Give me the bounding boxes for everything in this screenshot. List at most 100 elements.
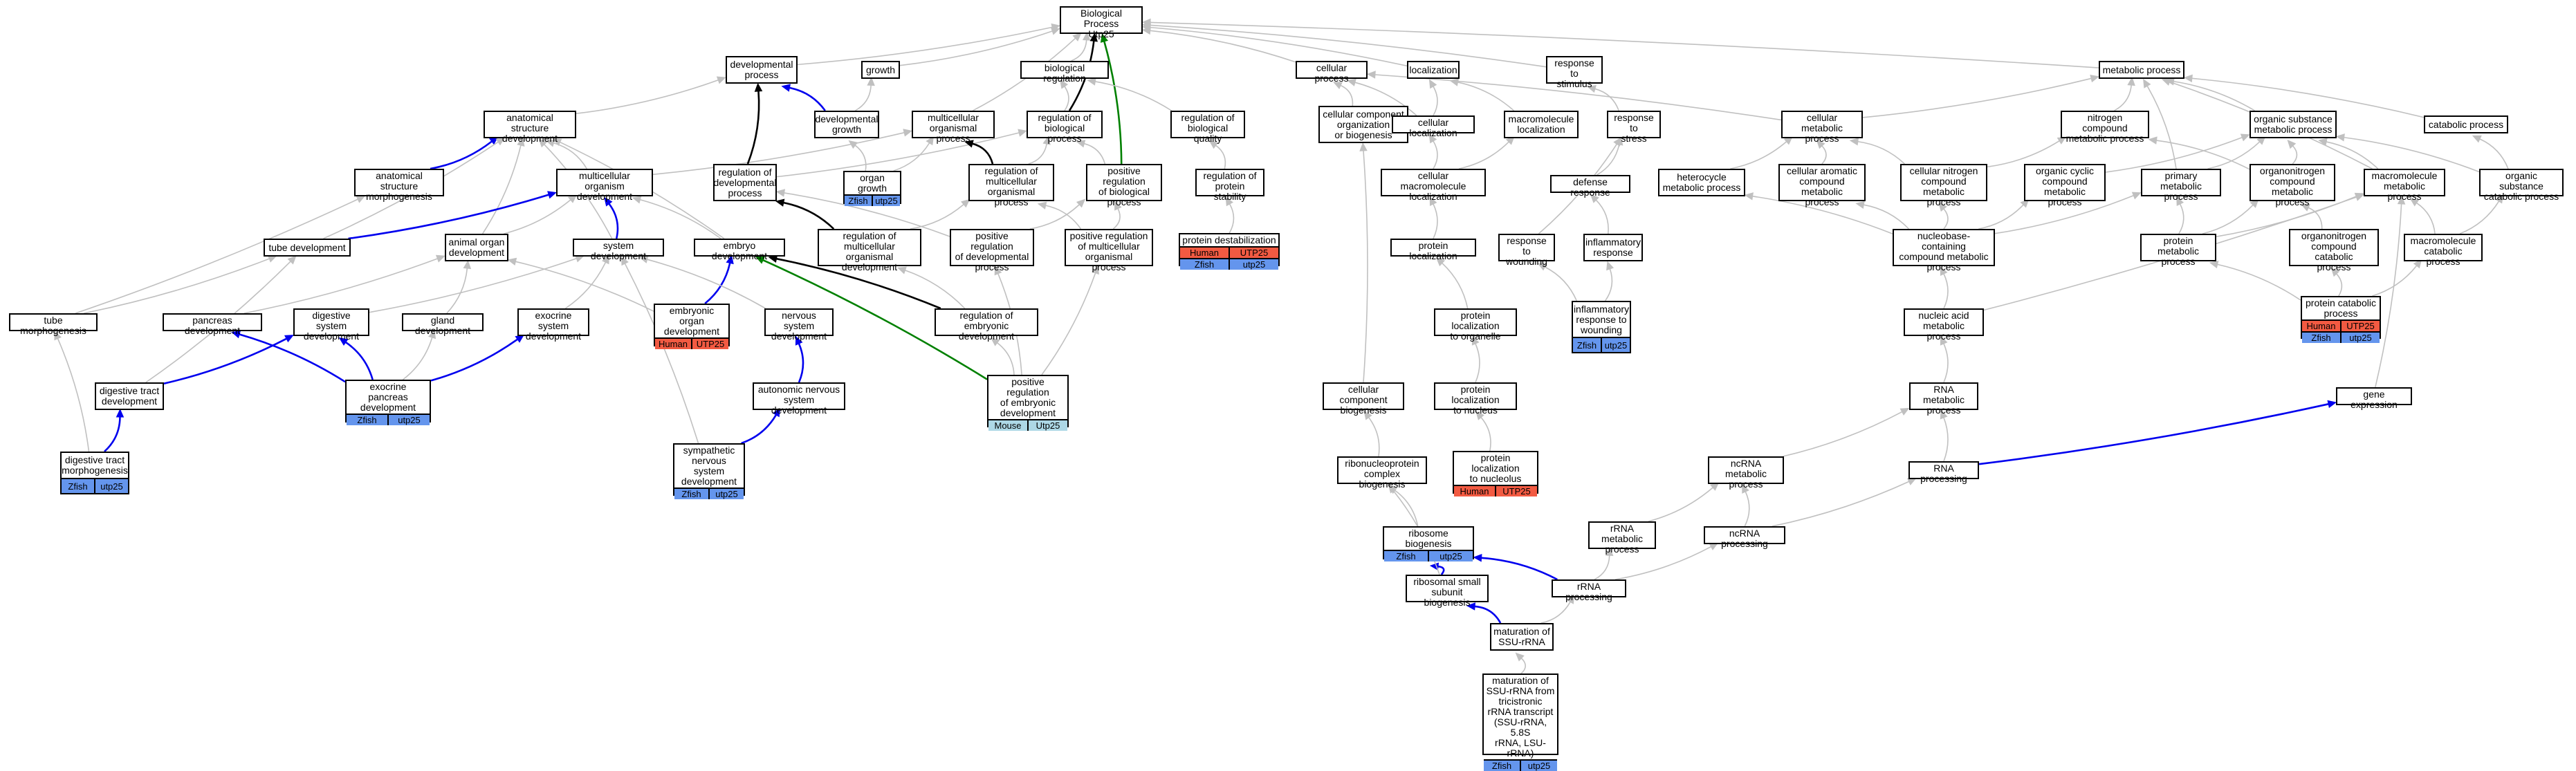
go-term-node[interactable]: regulation of biological process — [1027, 111, 1103, 144]
go-term-node[interactable]: inflammatory response — [1583, 234, 1643, 261]
go-term-node[interactable]: growth — [861, 61, 900, 79]
go-term-node[interactable]: cellular nitrogen compound metabolic pro… — [1900, 164, 1987, 207]
go-term-node[interactable]: primary metabolic process — [2141, 169, 2221, 202]
go-term-node[interactable]: defense response — [1550, 175, 1630, 198]
go-term-node[interactable]: protein localization to nucleus — [1434, 382, 1517, 416]
edge-arrowhead — [2287, 139, 2297, 149]
go-term-node[interactable]: cellular metabolic process — [1781, 111, 1863, 144]
go-term-node[interactable]: digestive tract development — [95, 382, 164, 410]
go-term-node[interactable]: nitrogen compound metabolic process — [2061, 111, 2149, 144]
edge-line — [910, 203, 964, 230]
go-term-node[interactable]: multicellular organismal process — [912, 111, 995, 144]
species-label: Zfish — [347, 415, 387, 425]
go-term-node[interactable]: macromolecule catabolic process — [2404, 234, 2483, 267]
go-term-node[interactable]: positive regulation of developmental pro… — [950, 229, 1034, 272]
go-term-node[interactable]: organic substance catabolic process — [2479, 169, 2564, 202]
go-term-node[interactable]: localization — [1407, 61, 1460, 79]
go-term-node[interactable]: developmental growth — [814, 111, 879, 138]
go-term-node[interactable]: ribonucleoprotein complex biogenesis — [1337, 456, 1427, 490]
go-term-node[interactable]: exocrine system development — [517, 308, 589, 342]
go-term-node[interactable]: pancreas development — [163, 313, 262, 336]
edge-arrowhead — [781, 84, 791, 92]
go-term-node[interactable]: positive regulation of biological proces… — [1086, 164, 1162, 207]
go-term-node[interactable]: regulation of multicellular organismal d… — [818, 229, 921, 272]
go-term-node[interactable]: RNA processing — [1908, 461, 1979, 484]
go-term-node[interactable]: protein metabolic process — [2140, 234, 2216, 267]
edge-arrowhead — [1449, 78, 1460, 86]
edge-line — [762, 259, 988, 380]
go-term-node[interactable]: heterocycle metabolic process — [1658, 169, 1745, 196]
go-term-node[interactable]: organic substance metabolic process — [2250, 111, 2337, 138]
go-term-node[interactable]: protein localization to organelle — [1434, 308, 1517, 342]
go-term-node[interactable]: response to wounding — [1498, 234, 1555, 267]
go-term-node[interactable]: gene expression — [2336, 387, 2412, 410]
go-term-node[interactable]: response to stimulus — [1546, 56, 1603, 89]
edge-arrowhead — [54, 331, 62, 341]
go-term-node[interactable]: macromolecule metabolic process — [2364, 169, 2445, 202]
go-term-node[interactable]: rRNA metabolic process — [1588, 521, 1656, 555]
go-term-node[interactable]: catabolic process — [2424, 115, 2508, 133]
go-term-node[interactable]: tube morphogenesis — [9, 313, 98, 336]
go-term-node[interactable]: regulation of biological quality — [1170, 111, 1245, 144]
go-term-node[interactable]: ncRNA metabolic process — [1708, 456, 1784, 490]
go-term-node[interactable]: cellular localization — [1392, 115, 1475, 138]
go-term-node[interactable]: animal organ development — [445, 234, 508, 261]
go-term-node[interactable]: cellular macromolecule localization — [1381, 169, 1486, 202]
go-term-node[interactable]: maturation of SSU-rRNA from tricistronic… — [1482, 674, 1558, 771]
go-term-label: cellular process — [1314, 62, 1349, 84]
go-term-node[interactable]: ncRNA processing — [1704, 526, 1785, 549]
go-term-node[interactable]: rRNA processing — [1552, 579, 1626, 602]
go-term-node[interactable]: cellular component biogenesis — [1323, 382, 1404, 416]
go-term-node[interactable]: digestive system development — [293, 308, 369, 342]
edge-arrowhead — [2127, 76, 2135, 86]
go-term-node[interactable]: tube development — [264, 239, 351, 257]
go-term-node[interactable]: protein localization — [1390, 239, 1476, 261]
go-term-node[interactable]: nervous system development — [764, 308, 834, 342]
go-term-node[interactable]: Biological Process Utp25 — [1060, 6, 1143, 39]
go-term-node[interactable]: biological regulation — [1020, 61, 1109, 84]
go-term-node[interactable]: regulation of embryonic development — [935, 308, 1038, 342]
go-term-node[interactable]: organonitrogen compound catabolic proces… — [2289, 229, 2379, 272]
go-term-node[interactable]: regulation of multicellular organismal p… — [968, 164, 1054, 207]
go-term-node[interactable]: maturation of SSU-rRNA — [1490, 623, 1554, 651]
go-term-label: digestive system development — [303, 310, 360, 342]
edge-arrowhead — [1042, 136, 1051, 145]
species-label: Human — [655, 339, 691, 349]
go-term-node[interactable]: cellular process — [1296, 61, 1368, 84]
go-term-node[interactable]: embryo development — [694, 239, 785, 261]
go-term-node[interactable]: regulation of protein stability — [1195, 169, 1264, 202]
go-term-node[interactable]: anatomical structure morphogenesis — [354, 169, 444, 202]
go-term-node[interactable]: organonitrogen compound metabolic proces… — [2250, 164, 2335, 207]
go-term-node[interactable]: organic cyclic compound metabolic proces… — [2024, 164, 2106, 207]
go-term-node[interactable]: ribosomal small subunit biogenesis — [1406, 575, 1489, 608]
go-term-node[interactable]: anatomical structure development — [484, 111, 576, 144]
go-term-node[interactable]: positive regulation of multicellular org… — [1065, 229, 1153, 272]
go-term-node[interactable]: response to stress — [1607, 111, 1661, 144]
go-term-node[interactable]: nucleobase-containing compound metabolic… — [1893, 229, 1995, 272]
edge-line — [75, 198, 358, 314]
go-term-node[interactable]: nucleic acid metabolic process — [1904, 308, 1984, 342]
go-term-node[interactable]: gland development — [402, 313, 484, 336]
go-term-node[interactable]: multicellular organism development — [556, 169, 653, 202]
go-term-node[interactable]: autonomic nervous system development — [753, 382, 845, 416]
go-term-node[interactable]: system development — [573, 239, 664, 261]
go-term-node[interactable]: metabolic process — [2099, 61, 2184, 79]
go-term-node[interactable]: macromolecule localization — [1504, 111, 1579, 138]
go-term-node[interactable]: RNA metabolic process — [1909, 382, 1978, 416]
go-term-node[interactable]: cellular aromatic compound metabolic pro… — [1778, 164, 1866, 207]
edge-arrowhead — [284, 335, 294, 343]
gene-label: utp25 — [1520, 761, 1557, 771]
go-term-node[interactable]: developmental process — [726, 56, 798, 84]
go-term-node[interactable]: regulation of developmental process — [713, 164, 777, 201]
go-term-node[interactable]: positive regulation of embryonic develop… — [987, 375, 1069, 431]
